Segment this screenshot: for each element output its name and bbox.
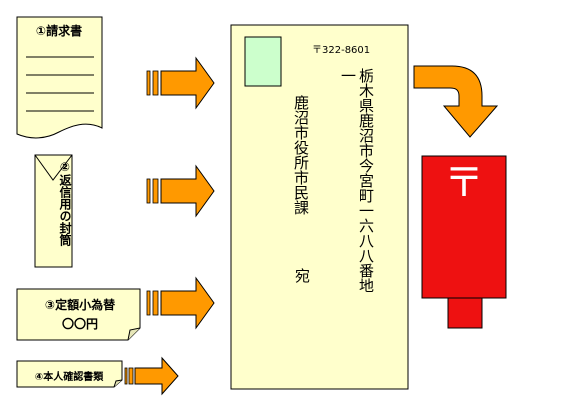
money-order-title: ③定額小為替 — [44, 298, 116, 312]
money-order-document — [16, 288, 141, 341]
striped-right-arrow-icon — [124, 356, 179, 396]
id-document — [16, 360, 123, 388]
striped-right-arrow-icon — [146, 164, 215, 218]
money-order-amount: 〇〇円 — [61, 317, 98, 331]
return-envelope-label: ②返信用の封筒 — [58, 160, 72, 246]
stamp-box — [244, 36, 282, 87]
request-form-label: ①請求書 — [35, 24, 83, 38]
addressed-envelope — [230, 24, 409, 390]
post-box-icon — [421, 155, 507, 329]
honorific: 宛 — [293, 268, 311, 283]
request-form-document — [16, 16, 103, 139]
striped-right-arrow-icon — [146, 56, 215, 110]
recipient-address: 栃木県鹿沼市今宮町一六八八番地一 — [339, 68, 375, 293]
striped-right-arrow-icon — [146, 276, 215, 330]
id-document-label: ④本人確認書類 — [34, 372, 104, 383]
postal-mark-icon: 〒 — [444, 160, 484, 206]
postal-code: 〒322-8601 — [312, 45, 371, 56]
recipient-office: 鹿沼市役所市民課 — [292, 95, 310, 215]
curved-down-arrow-icon — [413, 65, 499, 138]
return-envelope — [34, 154, 73, 268]
